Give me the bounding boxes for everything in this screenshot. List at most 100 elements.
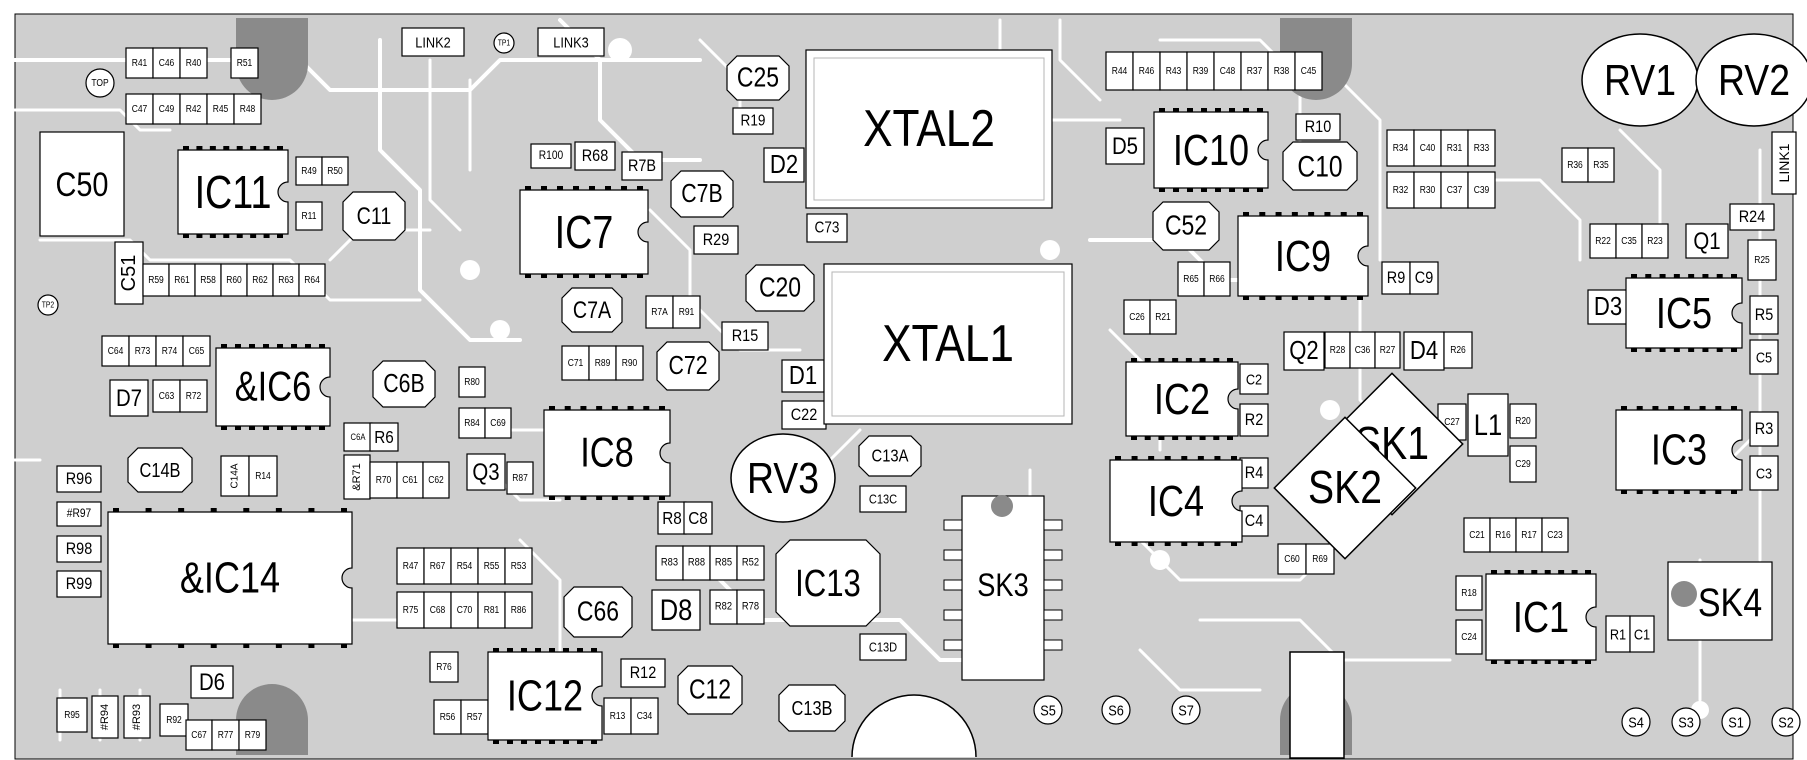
label-s3: S3 (1678, 713, 1694, 730)
ic-pin (236, 234, 243, 238)
part-ic11: IC11 (177, 146, 289, 238)
ic-pin (563, 740, 569, 744)
label-r96: R96 (66, 470, 93, 488)
ic-pin (637, 274, 643, 278)
header-pin (1043, 549, 1063, 561)
label-r16: R16 (1495, 530, 1511, 541)
part-c73: C73 (806, 213, 848, 243)
part-body (778, 684, 846, 732)
part-r77: R77 (211, 719, 240, 751)
part-r29: R29 (693, 225, 739, 255)
part-body (369, 422, 399, 452)
board-cutout (851, 694, 977, 758)
part-body (561, 345, 590, 381)
part-body (621, 151, 663, 181)
ic-pin (1731, 406, 1737, 410)
ic-pin (249, 344, 255, 348)
ic-pin (1159, 188, 1165, 192)
part-r46: R46 (1132, 51, 1161, 91)
label-d6: D6 (199, 669, 225, 696)
label-c72: C72 (668, 351, 707, 381)
label-r34: R34 (1393, 143, 1409, 154)
label-q3: Q3 (472, 459, 499, 486)
part-c13d: C13D (859, 633, 907, 661)
label-c13a: C13A (872, 446, 909, 466)
ic-pin (493, 740, 499, 744)
part-rv2: RV2 (1695, 33, 1807, 127)
label-c61: C61 (402, 475, 418, 486)
part-c69: C69 (484, 407, 512, 439)
part-body (1349, 331, 1376, 369)
ic-pin (1172, 358, 1179, 362)
ic-pin (1181, 542, 1188, 546)
label-r7a: R7A (651, 307, 668, 318)
part-body (101, 335, 130, 367)
ic-outline (487, 651, 603, 741)
ic-pin (183, 234, 189, 238)
part-r75: R75 (396, 591, 425, 629)
part-body (1467, 171, 1496, 209)
part-body (272, 263, 300, 297)
ic-pin (1187, 188, 1193, 192)
label-r52: R52 (742, 557, 759, 569)
part-r3: R3 (1749, 411, 1779, 447)
part-q3: Q3 (466, 453, 506, 491)
testpoint-ring (1621, 707, 1651, 737)
part-body (1443, 331, 1473, 369)
part-c65: C65 (182, 335, 211, 367)
part-r28: R28 (1324, 331, 1351, 369)
pin1-marker (1671, 581, 1697, 607)
label-r46: R46 (1139, 66, 1155, 77)
ic-pin (1214, 542, 1221, 546)
ic-pin (573, 274, 579, 278)
part-r71: &R71 (343, 454, 371, 500)
label-ic8: IC8 (580, 429, 634, 476)
part-body (1587, 147, 1615, 183)
part-r100: R100 (530, 143, 572, 169)
label-c27: C27 (1444, 417, 1460, 428)
part-c62: C62 (422, 461, 450, 499)
part-r57: R57 (460, 699, 489, 735)
label-c68: C68 (430, 605, 446, 616)
crystal-outline (805, 49, 1053, 209)
part-c37: C37 (1440, 171, 1469, 209)
label-r85: R85 (715, 557, 732, 569)
label-r41: R41 (132, 58, 148, 69)
ic-pin (1673, 348, 1680, 352)
part-r94: #R94 (91, 695, 119, 739)
part-c1: C1 (1629, 615, 1655, 653)
ic-pin (1558, 570, 1565, 574)
part-body (1749, 339, 1779, 375)
ic-pin (1243, 296, 1249, 300)
part-r80: R80 (458, 366, 486, 398)
ic-pin (1340, 212, 1347, 216)
ic-pin (541, 274, 547, 278)
ic-pin (236, 146, 243, 150)
part-body (1509, 403, 1537, 439)
label-c48: C48 (1220, 66, 1236, 77)
ic-pin (235, 426, 241, 430)
part-body (721, 321, 769, 351)
label-r45: R45 (213, 104, 229, 115)
ic-pin (1259, 212, 1266, 216)
ic-pin (1340, 296, 1347, 300)
label-r79: R79 (245, 730, 261, 741)
label-r10: R10 (1305, 118, 1332, 136)
part-r7a: R7A (645, 295, 674, 329)
ic-pin (580, 406, 587, 410)
ic-pin (1683, 406, 1690, 410)
testpoint-ring (1671, 707, 1701, 737)
ic-pin (1731, 274, 1737, 278)
part-r42: R42 (179, 93, 208, 125)
part-body (620, 658, 666, 688)
socket-outline (1273, 416, 1417, 560)
ic-pin (1491, 660, 1497, 664)
testpoint-tp1: TP1 (493, 32, 515, 54)
part-r13: R13 (603, 697, 632, 735)
ic-pin (1308, 212, 1315, 216)
ic-pin (627, 406, 634, 410)
part-c2: C2 (1239, 363, 1269, 395)
part-body (726, 55, 790, 101)
label-r44: R44 (1112, 66, 1128, 77)
part-body (1409, 261, 1439, 295)
